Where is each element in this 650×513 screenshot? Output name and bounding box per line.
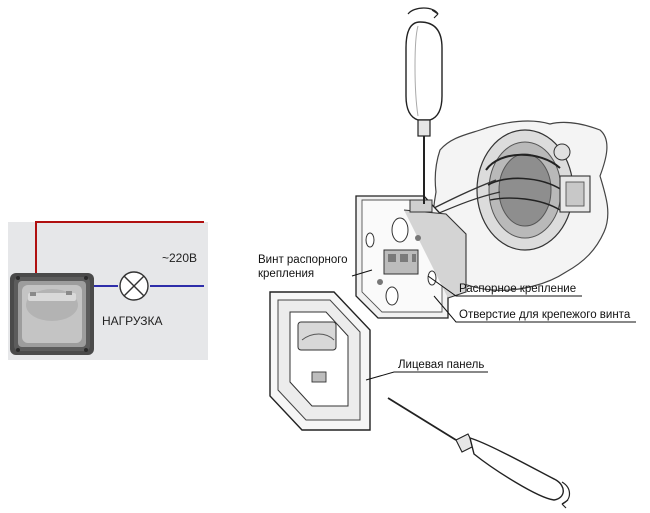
- spacer-screw-label-line2: крепления: [258, 268, 314, 280]
- screwdriver-icon: [387, 397, 564, 501]
- spacer-screw-label-line1: Винт распорного: [258, 254, 348, 266]
- front-panel: [269, 291, 371, 431]
- leader-line: [365, 371, 488, 381]
- lamp-icon: [119, 271, 149, 301]
- sensor-switch-photo: [10, 273, 94, 355]
- mounting-hole-label: Отверстие для крепежого винта: [459, 309, 631, 321]
- screwdriver-icon: [405, 21, 443, 204]
- spacer-mount-label: Распорное крепление: [459, 283, 576, 295]
- leader-line: [351, 269, 373, 277]
- cable: [429, 179, 497, 211]
- leader-line: [433, 295, 636, 323]
- load-label: НАГРУЗКА: [102, 314, 163, 328]
- leader-line: [427, 275, 582, 297]
- rotation-arrow-icon: [407, 7, 439, 15]
- front-panel-label: Лицевая панель: [398, 359, 484, 371]
- voltage-label: ~220В: [162, 251, 197, 265]
- phase-wire: [35, 221, 204, 290]
- mounting-frame: [355, 195, 467, 319]
- flush-mount-box: [476, 129, 591, 251]
